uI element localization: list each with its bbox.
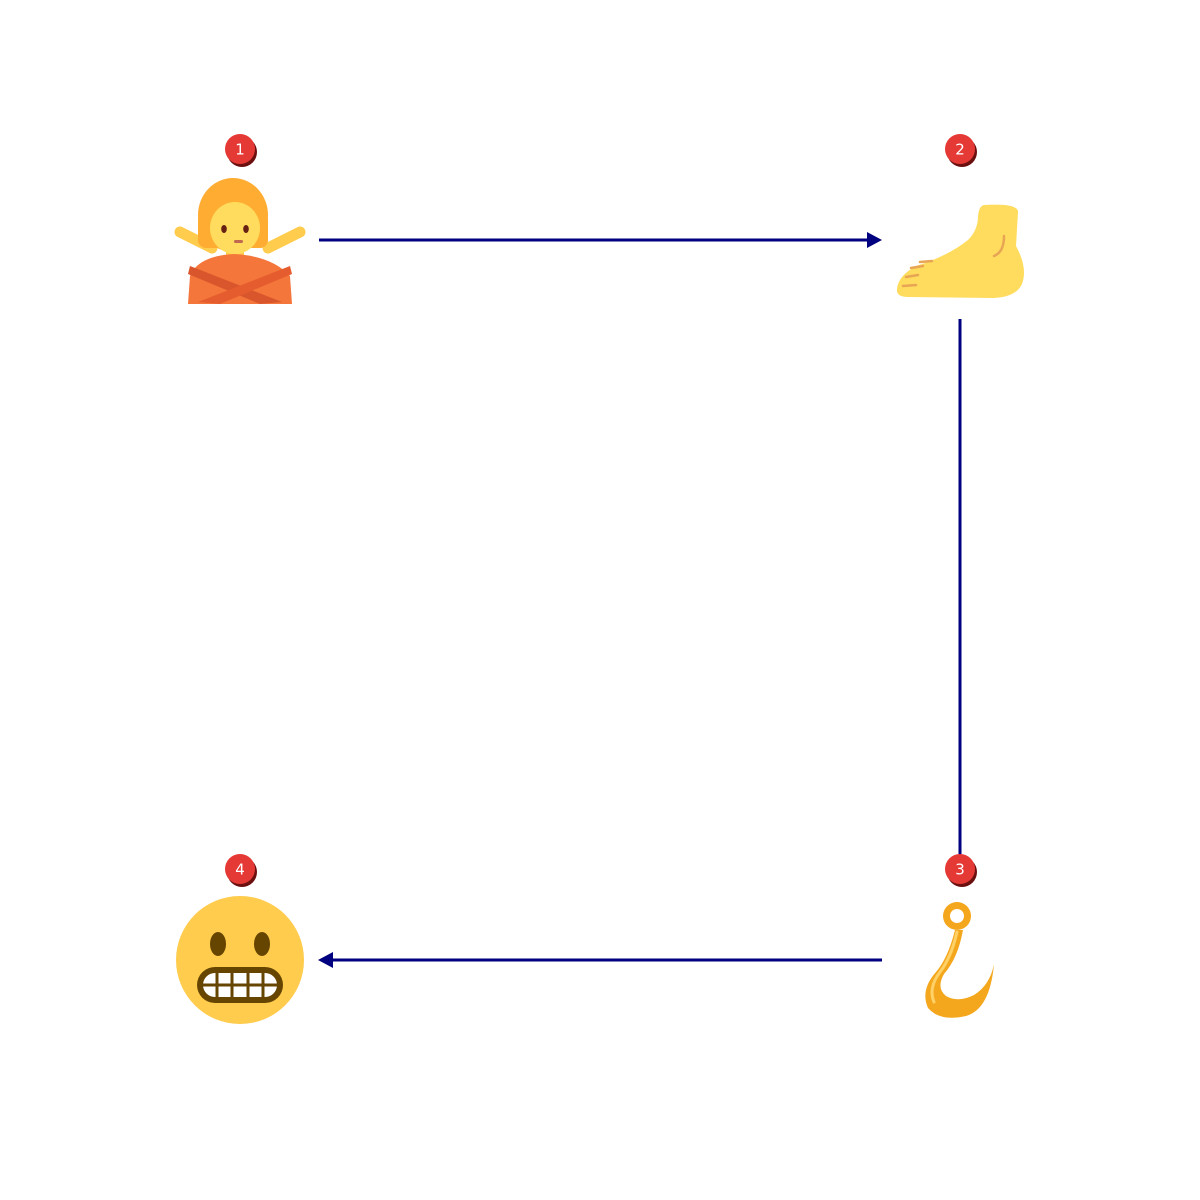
node-4: 4 xyxy=(176,854,304,1024)
arrowhead-icon xyxy=(867,232,882,248)
step-number: 2 xyxy=(955,141,965,159)
foot-icon xyxy=(896,204,1024,298)
step-badge: 3 xyxy=(945,854,977,887)
step-badge: 4 xyxy=(225,854,257,887)
step-badge: 2 xyxy=(945,134,977,167)
step-number: 3 xyxy=(955,861,965,879)
person-gesturing-no-icon xyxy=(174,178,306,304)
node-1: 1 xyxy=(174,134,306,304)
node-3: 3 xyxy=(925,854,994,1018)
arrowhead-icon xyxy=(318,952,333,968)
hook-icon xyxy=(925,902,994,1018)
step-number: 4 xyxy=(235,861,245,879)
edge-1-2 xyxy=(319,232,882,248)
edge-3-4 xyxy=(318,952,882,968)
step-number: 1 xyxy=(235,141,245,159)
node-2: 2 xyxy=(896,134,1024,298)
step-badge: 1 xyxy=(225,134,257,167)
grimacing-face-icon xyxy=(176,896,304,1024)
